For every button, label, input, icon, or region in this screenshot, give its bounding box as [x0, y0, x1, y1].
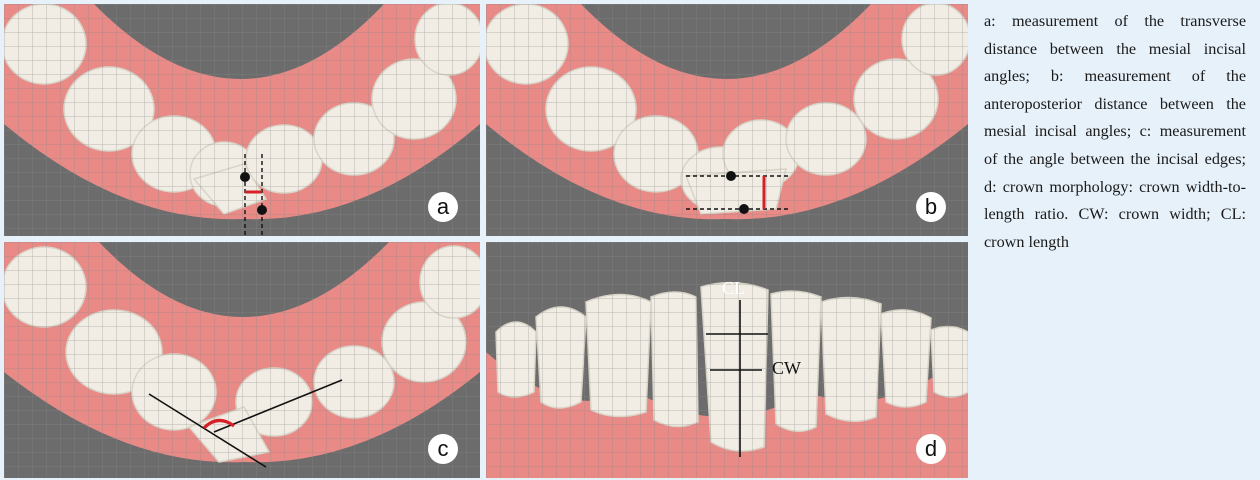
figure-panel-a: a — [4, 4, 480, 236]
panel-a-image — [4, 4, 480, 236]
mesial-incisal-angle-point — [739, 204, 749, 214]
panel-label-c: c — [428, 434, 458, 464]
panel-label-a: a — [428, 192, 458, 222]
crown-width-label: CW — [772, 358, 801, 379]
figure-panel-b: b — [486, 4, 968, 236]
panel-c-image — [4, 242, 480, 478]
panel-label-b: b — [916, 192, 946, 222]
panel-label-d: d — [916, 434, 946, 464]
panel-b-image — [486, 4, 968, 236]
figure-panel-c: c — [4, 242, 480, 478]
figure-caption: a: measurement of the transverse distanc… — [984, 8, 1246, 256]
figure-panel-d: CL CW d — [486, 242, 968, 478]
mesial-incisal-angle-point — [240, 172, 250, 182]
mesial-incisal-angle-point — [257, 205, 267, 215]
crown-length-label: CL — [722, 278, 745, 299]
mesial-incisal-angle-point — [726, 171, 736, 181]
